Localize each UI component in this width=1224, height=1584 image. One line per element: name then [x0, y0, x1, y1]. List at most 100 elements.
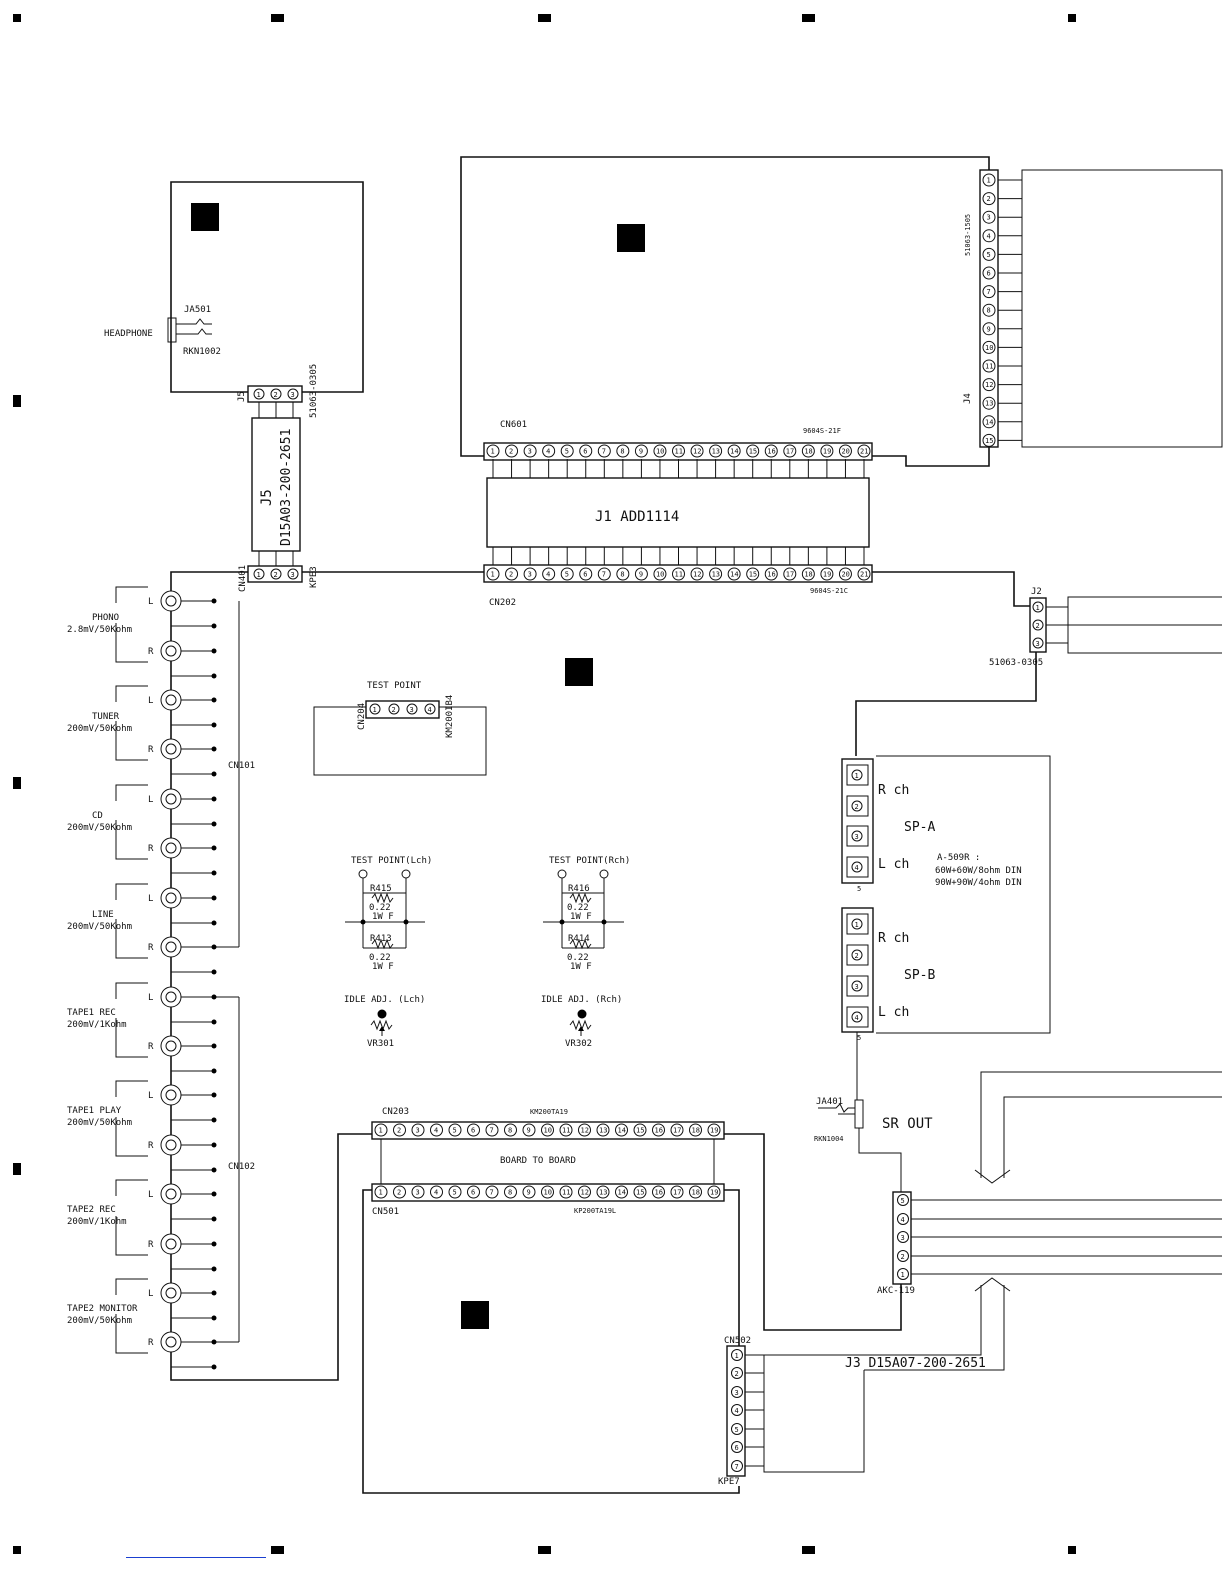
svg-text:10: 10	[544, 1189, 552, 1197]
svg-text:6: 6	[583, 448, 587, 456]
jack-channel-label: L	[148, 1289, 153, 1299]
svg-text:9: 9	[527, 1189, 531, 1197]
kpe7-label: KPE7	[718, 1477, 740, 1487]
board-to-board: CN203 KM200TA19 BOARD TO BOARD CN501 KP2…	[371, 1107, 902, 1331]
svg-text:1: 1	[855, 772, 859, 780]
svg-text:4: 4	[434, 1189, 438, 1197]
svg-text:12: 12	[581, 1127, 589, 1135]
svg-text:12: 12	[693, 571, 701, 579]
svg-text:3: 3	[291, 571, 295, 579]
svg-text:6: 6	[471, 1189, 475, 1197]
svg-text:10: 10	[656, 448, 664, 456]
svg-text:4: 4	[901, 1216, 905, 1224]
j3-label: J3 D15A07-200-2651	[845, 1356, 986, 1371]
r414-rating: 1W F	[570, 962, 592, 972]
board-marker-main	[565, 658, 593, 686]
svg-text:2: 2	[509, 448, 513, 456]
svg-text:19: 19	[710, 1189, 718, 1197]
svg-text:1: 1	[257, 391, 261, 399]
j5-cable-part-label: D15A03-200-2651	[279, 429, 294, 546]
power-spec-8ohm: 60W+60W/8ohm DIN	[935, 866, 1022, 876]
svg-text:4: 4	[428, 706, 432, 714]
phono-label: PHONO	[92, 613, 119, 623]
j1-label: J1 ADD1114	[595, 509, 679, 525]
board-marker-lower	[461, 1301, 489, 1329]
tp-rch-label: TEST POINT(Rch)	[549, 856, 630, 866]
svg-text:13: 13	[712, 448, 720, 456]
svg-text:10: 10	[985, 344, 993, 352]
r413-value: 0.22	[369, 953, 391, 963]
svg-text:8: 8	[620, 448, 624, 456]
svg-text:1: 1	[491, 571, 495, 579]
main-board-outline	[170, 571, 1037, 1381]
registration-marks	[13, 14, 1076, 1554]
svg-text:9: 9	[987, 325, 991, 333]
km200ta19-label: KM200TA19	[530, 1108, 568, 1116]
svg-text:5: 5	[565, 571, 569, 579]
svg-text:2: 2	[855, 803, 859, 811]
svg-text:3: 3	[410, 706, 414, 714]
headphone-label: HEADPHONE	[104, 329, 153, 339]
svg-text:18: 18	[804, 448, 812, 456]
tuner-label: TUNER	[92, 712, 120, 722]
svg-text:8: 8	[508, 1189, 512, 1197]
svg-text:18: 18	[692, 1127, 700, 1135]
cable-bundle	[764, 1071, 1222, 1371]
svg-text:3: 3	[901, 1234, 905, 1242]
svg-text:7: 7	[602, 448, 606, 456]
cn204-test-point: 1 2 3 4 TEST POINT CN204 KM200IB4	[313, 681, 487, 776]
svg-text:19: 19	[710, 1127, 718, 1135]
svg-text:7: 7	[602, 571, 606, 579]
svg-text:4: 4	[546, 448, 550, 456]
idle-adjust-rch: IDLE ADJ. (Rch) VR302	[541, 995, 622, 1049]
rca-input-jacks: CN101 CN102 PHONO 2.8mV/50Kohm TUNER 200…	[67, 586, 255, 1370]
svg-text:17: 17	[786, 448, 794, 456]
svg-text:4: 4	[434, 1127, 438, 1135]
tape2-monitor-label: TAPE2 MONITOR	[67, 1304, 138, 1314]
svg-text:13: 13	[599, 1189, 607, 1197]
line-spec: 200mV/50Kohm	[67, 922, 132, 932]
svg-text:6: 6	[987, 270, 991, 278]
jack-channel-label: L	[148, 696, 153, 706]
svg-text:15: 15	[749, 448, 757, 456]
board-to-board-label: BOARD TO BOARD	[500, 1156, 576, 1166]
svg-text:5: 5	[901, 1197, 905, 1205]
kp200ta19l-label: KP200TA19L	[574, 1207, 616, 1215]
svg-text:11: 11	[562, 1189, 570, 1197]
tape2-monitor-spec: 200mV/50Kohm	[67, 1316, 132, 1326]
svg-text:2: 2	[509, 571, 513, 579]
power-spec-model: A-509R :	[937, 853, 980, 863]
svg-text:19: 19	[823, 448, 831, 456]
j5-part-label: 51063-0305	[309, 364, 319, 418]
r413-label: R413	[370, 934, 392, 944]
vr302-label: VR302	[565, 1039, 592, 1049]
tape1-play-label: TAPE1 PLAY	[67, 1106, 122, 1116]
svg-text:14: 14	[985, 418, 993, 426]
cn203-label: CN203	[382, 1107, 409, 1117]
svg-text:2: 2	[901, 1253, 905, 1261]
svg-text:5: 5	[453, 1127, 457, 1135]
speaker-terminals: 1 2 3 4 5 1 2 3 4 5 R ch SP-A L ch R ch …	[841, 755, 1051, 1042]
test-point-label: TEST POINT	[367, 681, 422, 691]
test-point-lch: TEST POINT(Lch) R415 0.22 1W F R413 0.22…	[345, 856, 432, 972]
svg-text:1: 1	[901, 1271, 905, 1279]
svg-text:1: 1	[379, 1127, 383, 1135]
svg-text:13: 13	[985, 400, 993, 408]
svg-text:2: 2	[274, 571, 278, 579]
j5-cable-ref-label: J5	[259, 489, 275, 506]
svg-text:20: 20	[841, 571, 849, 579]
svg-text:5: 5	[987, 251, 991, 259]
sr-out-jack: JA401 RKN1004 SR OUT	[814, 1032, 933, 1192]
r416-label: R416	[568, 884, 590, 894]
svg-text:12: 12	[693, 448, 701, 456]
vr301-label: VR301	[367, 1039, 394, 1049]
svg-text:2: 2	[397, 1127, 401, 1135]
svg-text:21: 21	[860, 448, 868, 456]
svg-text:2: 2	[855, 952, 859, 960]
j2-connector: 1 2 3 J2 51063-0305	[989, 587, 1222, 668]
cn202-label: CN202	[489, 598, 516, 608]
page-link-underline[interactable]	[126, 1557, 266, 1558]
